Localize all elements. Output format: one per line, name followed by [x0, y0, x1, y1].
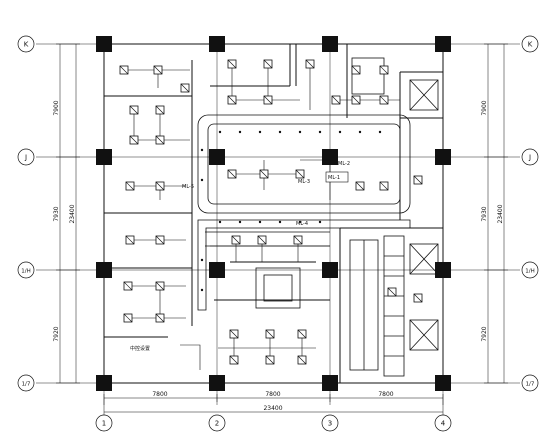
dim-right-row-1: 7900: [481, 100, 488, 115]
axis-bubble-left-17: 1/7: [22, 382, 31, 388]
axis-bubble-right-j: J: [528, 154, 531, 162]
grid-bubbles: K J 1/H 1/7 K J 1/H 1/7 1 2 3 4: [17, 35, 539, 432]
dim-left-total: 23400: [69, 204, 76, 223]
axis-lines: [36, 36, 520, 405]
light-fixtures: [119, 59, 423, 365]
dim-bottom-col-3: 7800: [378, 391, 393, 398]
circuit-points: [200, 130, 382, 292]
dimension-lines: [56, 43, 508, 416]
wiring: [124, 64, 400, 370]
dim-bottom-total: 23400: [263, 405, 282, 412]
axis-bubble-left-1h: 1/H: [21, 269, 31, 275]
axis-bubble-col-4: 4: [441, 420, 446, 428]
columns: [96, 36, 451, 391]
dim-bottom-col-2: 7800: [265, 391, 280, 398]
dim-right-row-3: 7920: [481, 326, 488, 341]
panel-label-ml3: ML-3: [298, 179, 310, 185]
dim-right-total: 23400: [497, 204, 504, 223]
room-label: 中控设置: [130, 345, 150, 352]
dim-left-row-3: 7920: [53, 326, 60, 341]
axis-bubble-right-k: K: [528, 41, 533, 49]
panel-labels: ML-1 ML-2 ML-3 ML-4 ML-5 中控设置: [130, 161, 350, 352]
dim-left-row-2: 7930: [53, 206, 60, 221]
axis-bubble-col-1: 1: [102, 420, 106, 428]
dimension-texts: 7900 7930 7920 23400 7900 7930 7920 2340…: [53, 100, 504, 412]
panel-label-ml4: ML-4: [296, 221, 308, 227]
elevator-cores: [349, 57, 439, 377]
axis-bubble-col-2: 2: [215, 420, 219, 428]
distribution-box-label: ML-1: [328, 175, 340, 181]
axis-bubble-right-1h: 1/H: [525, 269, 535, 275]
axis-bubble-col-3: 3: [328, 420, 332, 428]
dim-right-row-2: 7930: [481, 206, 488, 221]
panel-label-ml5: ML-5: [182, 184, 194, 190]
axis-bubble-right-17: 1/7: [526, 382, 535, 388]
central-shaft: [255, 267, 301, 309]
dim-left-row-1: 7900: [53, 100, 60, 115]
axis-bubble-left-k: K: [24, 41, 29, 49]
axis-bubble-left-j: J: [24, 154, 27, 162]
dim-bottom-col-1: 7800: [152, 391, 167, 398]
panel-label-ml2: ML-2: [338, 161, 350, 167]
